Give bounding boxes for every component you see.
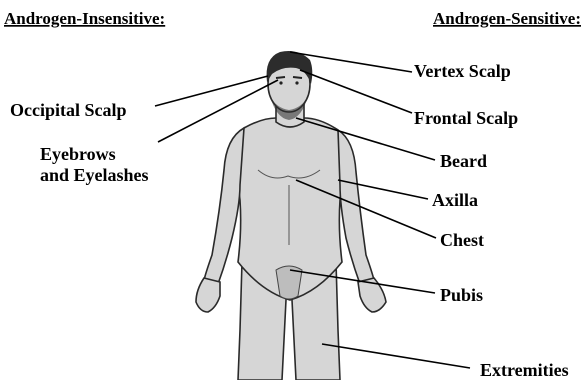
right-eyebrow: [293, 77, 302, 78]
right-eye: [295, 81, 298, 84]
label-occipital-scalp: Occipital Scalp: [10, 100, 127, 120]
label-vertex-scalp: Vertex Scalp: [414, 61, 511, 81]
label-chest: Chest: [440, 230, 484, 250]
label-pubis: Pubis: [440, 285, 483, 305]
label-frontal-scalp: Frontal Scalp: [414, 108, 518, 128]
header-androgen-sensitive: Androgen-Sensitive:: [433, 9, 581, 28]
leader-occipital: [155, 76, 268, 106]
left-eyebrow: [276, 77, 285, 78]
left-hand: [196, 278, 220, 312]
header-androgen-insensitive: Androgen-Insensitive:: [4, 9, 165, 28]
left-eye: [279, 81, 282, 84]
leader-frontal: [300, 70, 412, 113]
label-extremities: Extremities: [480, 360, 569, 380]
leader-extremities: [322, 344, 470, 368]
label-beard: Beard: [440, 151, 487, 171]
human-figure: [196, 51, 386, 380]
right-arm: [338, 130, 374, 284]
label-eyebrows-eyelashes: Eyebrows and Eyelashes: [40, 144, 149, 185]
label-axilla: Axilla: [432, 190, 478, 210]
